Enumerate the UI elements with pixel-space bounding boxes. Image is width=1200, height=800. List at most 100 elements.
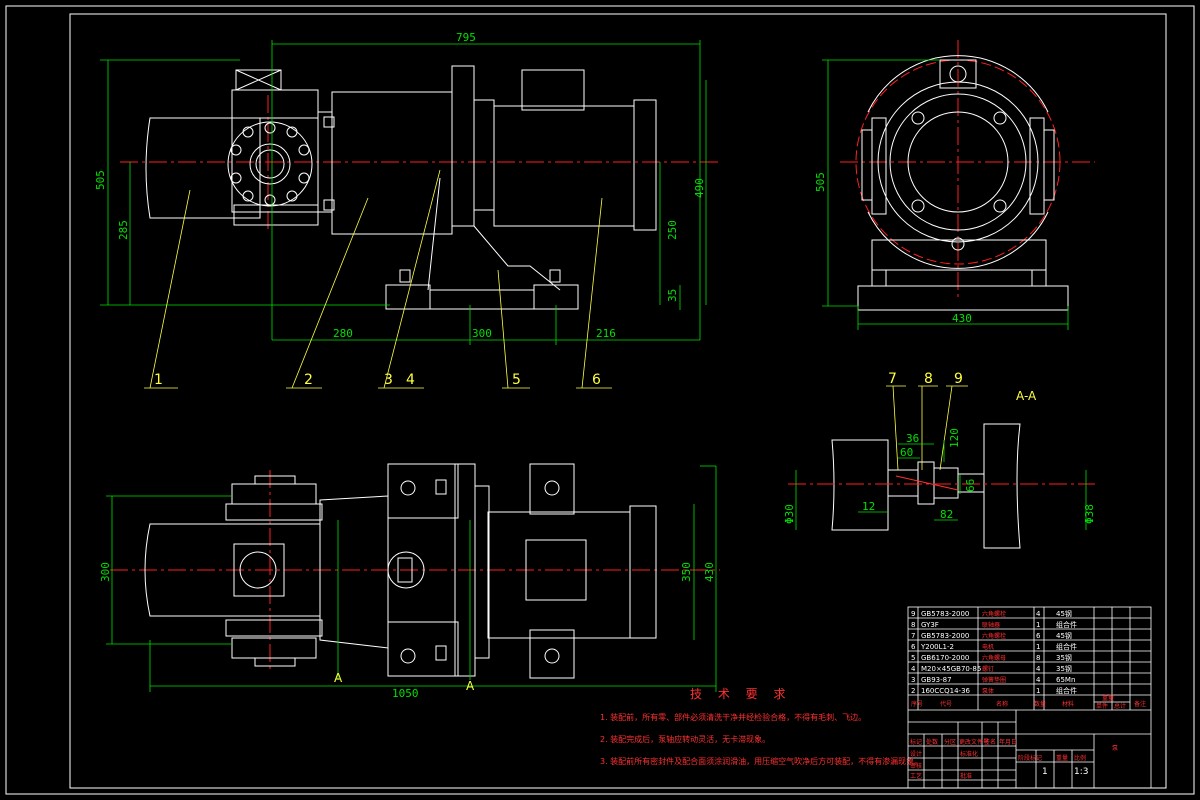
row-qty: 8	[1036, 654, 1040, 662]
row-name: 螺钉	[982, 665, 994, 673]
front-view	[120, 65, 720, 310]
row-qty: 6	[1036, 632, 1041, 640]
dim-seg2: 300	[472, 327, 492, 340]
tech-req-item-3: 3. 装配前所有密封件及配合面须涂润滑油，用压缩空气吹净后方可装配，不得有渗漏现…	[600, 756, 922, 766]
row-qty: 1	[1036, 687, 1040, 695]
row-no: 3	[911, 676, 915, 684]
label-5: 5	[512, 372, 521, 388]
top-dim-width-right1: 350	[680, 562, 693, 582]
front-view-dimensions	[100, 40, 707, 345]
tb-zone: 分区	[944, 738, 956, 746]
row-name: 六角螺母	[982, 654, 1006, 662]
pump-middle-casing	[331, 91, 453, 235]
row-no: 8	[911, 621, 915, 629]
row-name: 弹簧垫圈	[982, 676, 1006, 684]
support-bracket	[427, 177, 561, 291]
hdr-weight: 重量	[1102, 694, 1114, 702]
tech-req-title: 技 术 要 求	[690, 687, 791, 701]
sec-dim-phi30: Φ30	[783, 504, 796, 524]
row-name: 电机	[982, 643, 994, 651]
hdr-code: 代号	[940, 700, 952, 708]
row-mat: 组合件	[1056, 686, 1077, 695]
outer-frame	[5, 5, 1195, 795]
row-mat: 65Mn	[1056, 676, 1075, 684]
row-mat: 35钢	[1056, 653, 1072, 662]
tech-req-item-2: 2. 装配完成后，泵轴应转动灵活，无卡滞现象。	[600, 734, 770, 744]
pump-left-casing	[145, 117, 261, 219]
dim-overall-width: 795	[456, 31, 476, 44]
tb-sign: 签名	[984, 738, 996, 746]
tb-design: 设计	[910, 750, 922, 758]
dim-base: 35	[666, 289, 679, 302]
row-code: GB5783-2000	[921, 610, 969, 618]
section-dimensions	[795, 440, 1087, 530]
section-coupling-left	[887, 469, 919, 497]
label-6: 6	[592, 372, 601, 388]
row-code: GB5783-2000	[921, 632, 969, 640]
side-view-dimensions	[822, 59, 1069, 330]
section-right-shaft	[983, 423, 1021, 549]
sec-dim-36: 36	[906, 432, 919, 445]
motor-body	[493, 105, 635, 227]
section-view	[788, 423, 1095, 549]
section-coupling-right	[933, 467, 959, 499]
tb-stage: 阶段标记	[1018, 754, 1042, 762]
row-no: 9	[911, 610, 915, 618]
side-base	[857, 285, 1069, 311]
tb-date: 年月日	[999, 738, 1017, 746]
row-code: GB93-87	[921, 676, 952, 684]
flange-bolts	[230, 122, 310, 206]
top-middle-casing	[319, 495, 389, 649]
sec-dim-60: 60	[900, 446, 913, 459]
top-dim-width-left: 300	[99, 562, 112, 582]
sec-dim-phi38: Φ38	[1083, 504, 1096, 524]
sec-dim-66: 66	[964, 479, 977, 492]
row-no: 6	[911, 643, 916, 651]
bracket-flange	[451, 65, 475, 227]
tb-std: 标准化	[960, 750, 978, 758]
row-no: 5	[911, 654, 915, 662]
tb-weight: 重量	[1056, 754, 1068, 762]
lifting-lug	[939, 59, 977, 89]
side-bore-outer	[889, 93, 1027, 231]
tb-sheet: 1	[1042, 767, 1048, 777]
parts-table	[907, 606, 1152, 789]
tb-docno: 更改文件号	[959, 738, 989, 746]
dim-seg3: 216	[596, 327, 616, 340]
section-title: A-A	[1016, 389, 1037, 403]
sec-dim-12: 12	[862, 500, 875, 513]
top-dim-overall-length: 1050	[392, 687, 419, 700]
row-code: M20×45GB70-85	[921, 665, 981, 673]
hdr-mat: 材料	[1062, 700, 1074, 708]
label-2: 2	[304, 372, 313, 388]
side-pedestal	[871, 239, 1047, 271]
row-name: 泵体	[982, 687, 994, 695]
row-code: GB6170-2000	[921, 654, 969, 662]
label-9: 9	[954, 371, 963, 387]
row-mat: 组合件	[1056, 620, 1077, 629]
dim-motor-axis: 250	[666, 220, 679, 240]
top-view-dimensions	[106, 465, 717, 692]
row-mat: 组合件	[1056, 642, 1077, 651]
label-4: 4	[406, 372, 415, 388]
sec-dim-120: 120	[948, 428, 961, 448]
hdr-name: 名称	[996, 700, 1008, 708]
top-dim-width-right2: 430	[703, 562, 716, 582]
row-name: 六角螺栓	[982, 610, 1006, 618]
top-view	[110, 463, 720, 679]
sec-dim-82: 82	[940, 508, 953, 521]
row-no: 2	[911, 687, 915, 695]
tb-count: 处数	[926, 738, 938, 746]
top-flange-upper	[231, 483, 317, 505]
hdr-remark: 备注	[1134, 700, 1146, 708]
row-name: 联轴器	[982, 621, 1000, 629]
side-dim-height: 505	[814, 172, 827, 192]
row-qty: 4	[1036, 676, 1041, 684]
label-3: 3	[384, 372, 393, 388]
row-no: 7	[911, 632, 915, 640]
row-mat: 45钢	[1056, 631, 1072, 640]
top-pump-casing	[144, 523, 321, 617]
row-code: 160CCQ14-36	[921, 687, 971, 695]
row-mat: 35钢	[1056, 664, 1072, 673]
